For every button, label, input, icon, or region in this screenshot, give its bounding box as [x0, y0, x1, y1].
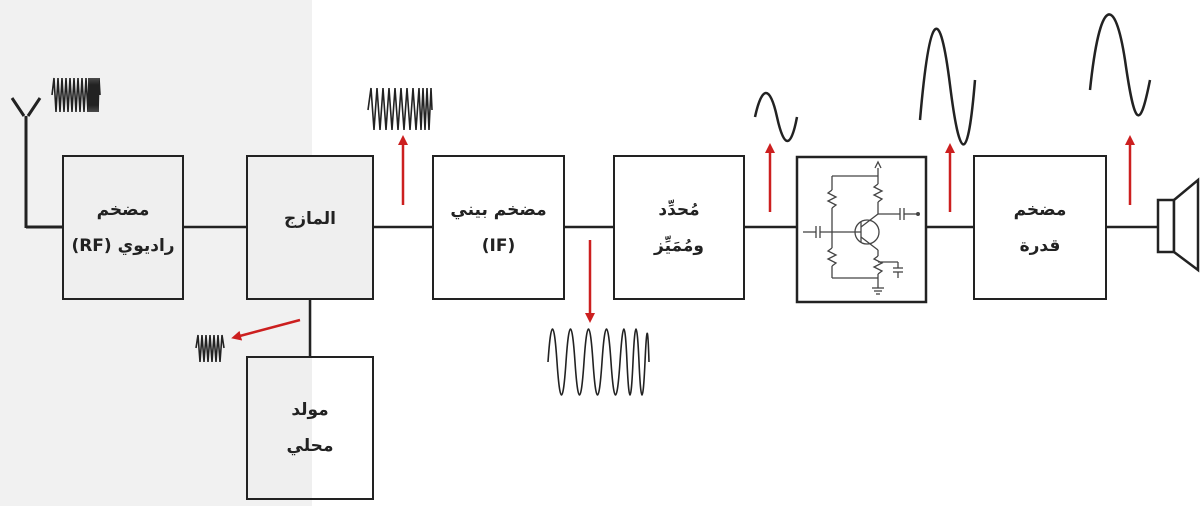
if-amplifier-block: مضخم بيني (IF) — [432, 155, 565, 300]
power-amplifier-label-2: قدرة — [1019, 235, 1061, 256]
rf-amplifier-label-2: راديوي (RF) — [71, 235, 175, 256]
if-amplifier-label-1: مضخم بيني — [450, 199, 547, 220]
local-oscillator-label-1: مولد — [291, 400, 329, 420]
rf-amplifier-label-1: مضخم — [96, 199, 150, 220]
audio-waveform-large-icon — [1088, 13, 1152, 117]
limiter-label-1: مُحدِّد — [658, 199, 700, 220]
power-amplifier-label-1: مضخم — [1013, 199, 1067, 220]
speaker-icon — [1156, 177, 1200, 273]
mixer-block: المازج — [246, 155, 374, 300]
antenna-icon — [10, 97, 62, 229]
rf-waveform-icon — [51, 77, 101, 113]
oscillator-waveform-icon — [195, 334, 225, 363]
transistor-circuit-icon — [795, 155, 928, 304]
mixer-waveform-icon — [367, 87, 433, 131]
local-oscillator-label-2: محلي — [286, 436, 334, 456]
limiter-label-2: ومُمَيِّز — [654, 235, 705, 256]
if-amplifier-label-2: (IF) — [481, 235, 516, 256]
signal-lines — [184, 225, 1158, 356]
if-waveform-icon — [547, 328, 650, 396]
audio-waveform-small-icon — [753, 92, 799, 142]
power-amplifier-block: مضخم قدرة — [973, 155, 1107, 300]
limiter-discriminator-block: مُحدِّد ومُمَيِّز — [613, 155, 745, 300]
local-oscillator-block: مولد محلي — [246, 356, 374, 500]
mixer-label: المازج — [283, 209, 337, 229]
audio-waveform-medium-icon — [918, 27, 977, 146]
oscillator-output-arrow — [231, 318, 301, 341]
rf-amplifier-block: مضخم راديوي (RF) — [62, 155, 184, 300]
